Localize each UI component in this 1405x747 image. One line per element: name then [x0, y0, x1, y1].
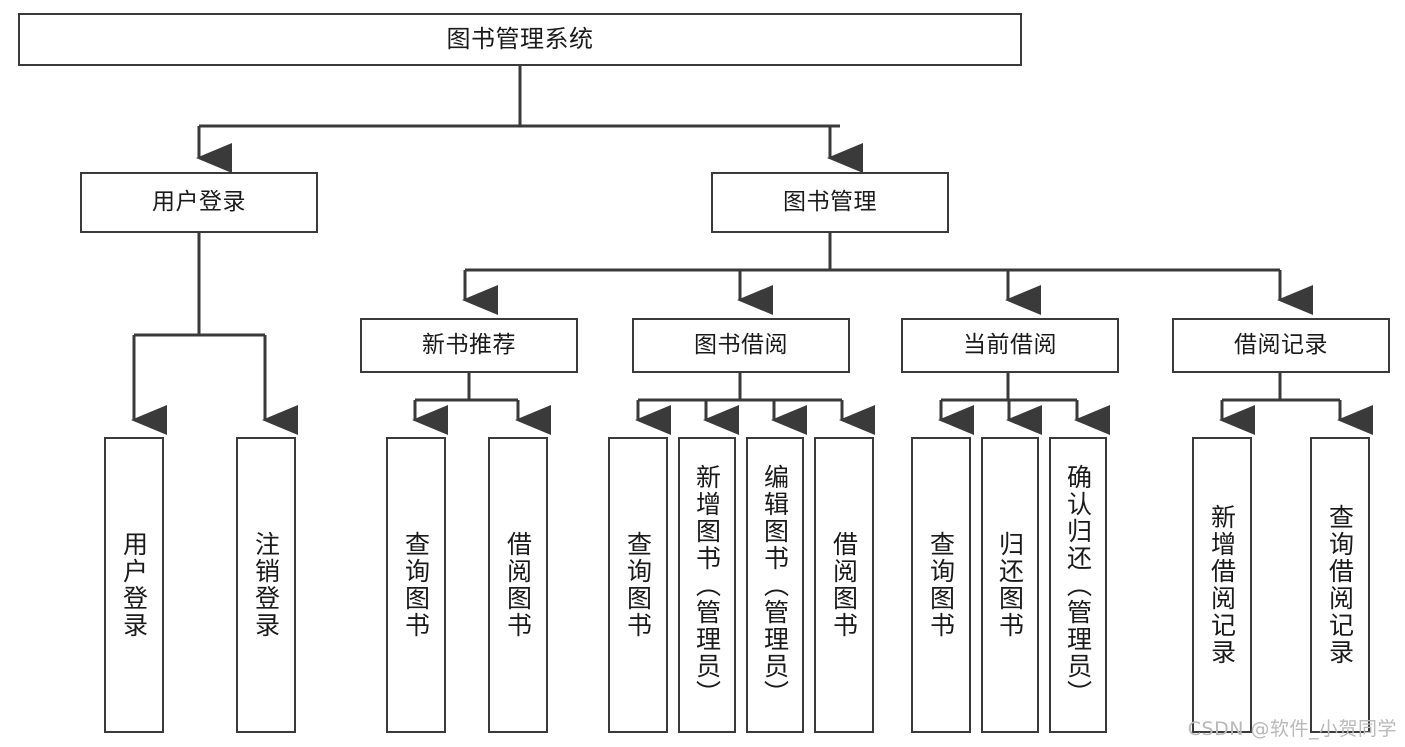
- node-book-management[interactable]: 图书管理: [711, 172, 949, 233]
- node-label: 借阅图书: [503, 531, 533, 639]
- node-user-login[interactable]: 用户登录: [80, 172, 318, 233]
- node-label: 新书推荐: [422, 332, 516, 359]
- leaf-query-book-recommend[interactable]: 查询图书: [386, 437, 446, 733]
- node-label: 借阅记录: [1234, 332, 1328, 359]
- node-label: 图书管理: [783, 189, 877, 216]
- node-current-borrow[interactable]: 当前借阅: [901, 318, 1119, 373]
- node-label: 查询图书: [926, 531, 956, 639]
- node-label: 查询借阅记录: [1325, 504, 1355, 666]
- leaf-user-login[interactable]: 用户登录: [104, 437, 164, 733]
- node-book-borrow[interactable]: 图书借阅: [632, 318, 850, 373]
- leaf-query-borrow-record[interactable]: 查询借阅记录: [1310, 437, 1370, 733]
- leaf-return-book[interactable]: 归还图书: [981, 437, 1039, 733]
- node-borrow-record[interactable]: 借阅记录: [1172, 318, 1390, 373]
- node-label: 用户登录: [152, 189, 246, 216]
- node-label: 注销登录: [251, 531, 281, 639]
- node-label: 确认归还（管理员）: [1063, 463, 1093, 707]
- leaf-edit-book-admin[interactable]: 编辑图书（管理员）: [746, 437, 804, 733]
- leaf-logout[interactable]: 注销登录: [236, 437, 296, 733]
- node-label: 借阅图书: [829, 531, 859, 639]
- node-label: 新增借阅记录: [1207, 504, 1237, 666]
- node-root-book-management-system[interactable]: 图书管理系统: [18, 13, 1022, 66]
- node-new-book-recommend[interactable]: 新书推荐: [360, 318, 578, 373]
- leaf-query-book-borrow[interactable]: 查询图书: [608, 437, 668, 733]
- node-label: 图书借阅: [694, 332, 788, 359]
- node-label: 归还图书: [995, 531, 1025, 639]
- leaf-borrow-book-recommend[interactable]: 借阅图书: [488, 437, 548, 733]
- leaf-query-book-current[interactable]: 查询图书: [911, 437, 971, 733]
- node-label: 新增图书（管理员）: [692, 463, 722, 707]
- node-label: 查询图书: [401, 531, 431, 639]
- leaf-add-book-admin[interactable]: 新增图书（管理员）: [678, 437, 736, 733]
- node-label: 用户登录: [119, 531, 149, 639]
- node-label: 图书管理系统: [446, 24, 594, 53]
- leaf-add-borrow-record[interactable]: 新增借阅记录: [1192, 437, 1252, 733]
- node-label: 编辑图书（管理员）: [760, 463, 790, 707]
- node-label: 当前借阅: [963, 332, 1057, 359]
- node-label: 查询图书: [623, 531, 653, 639]
- leaf-borrow-book[interactable]: 借阅图书: [814, 437, 874, 733]
- leaf-confirm-return-admin[interactable]: 确认归还（管理员）: [1049, 437, 1107, 733]
- watermark: CSDN @软件_小贺同学: [1187, 718, 1397, 740]
